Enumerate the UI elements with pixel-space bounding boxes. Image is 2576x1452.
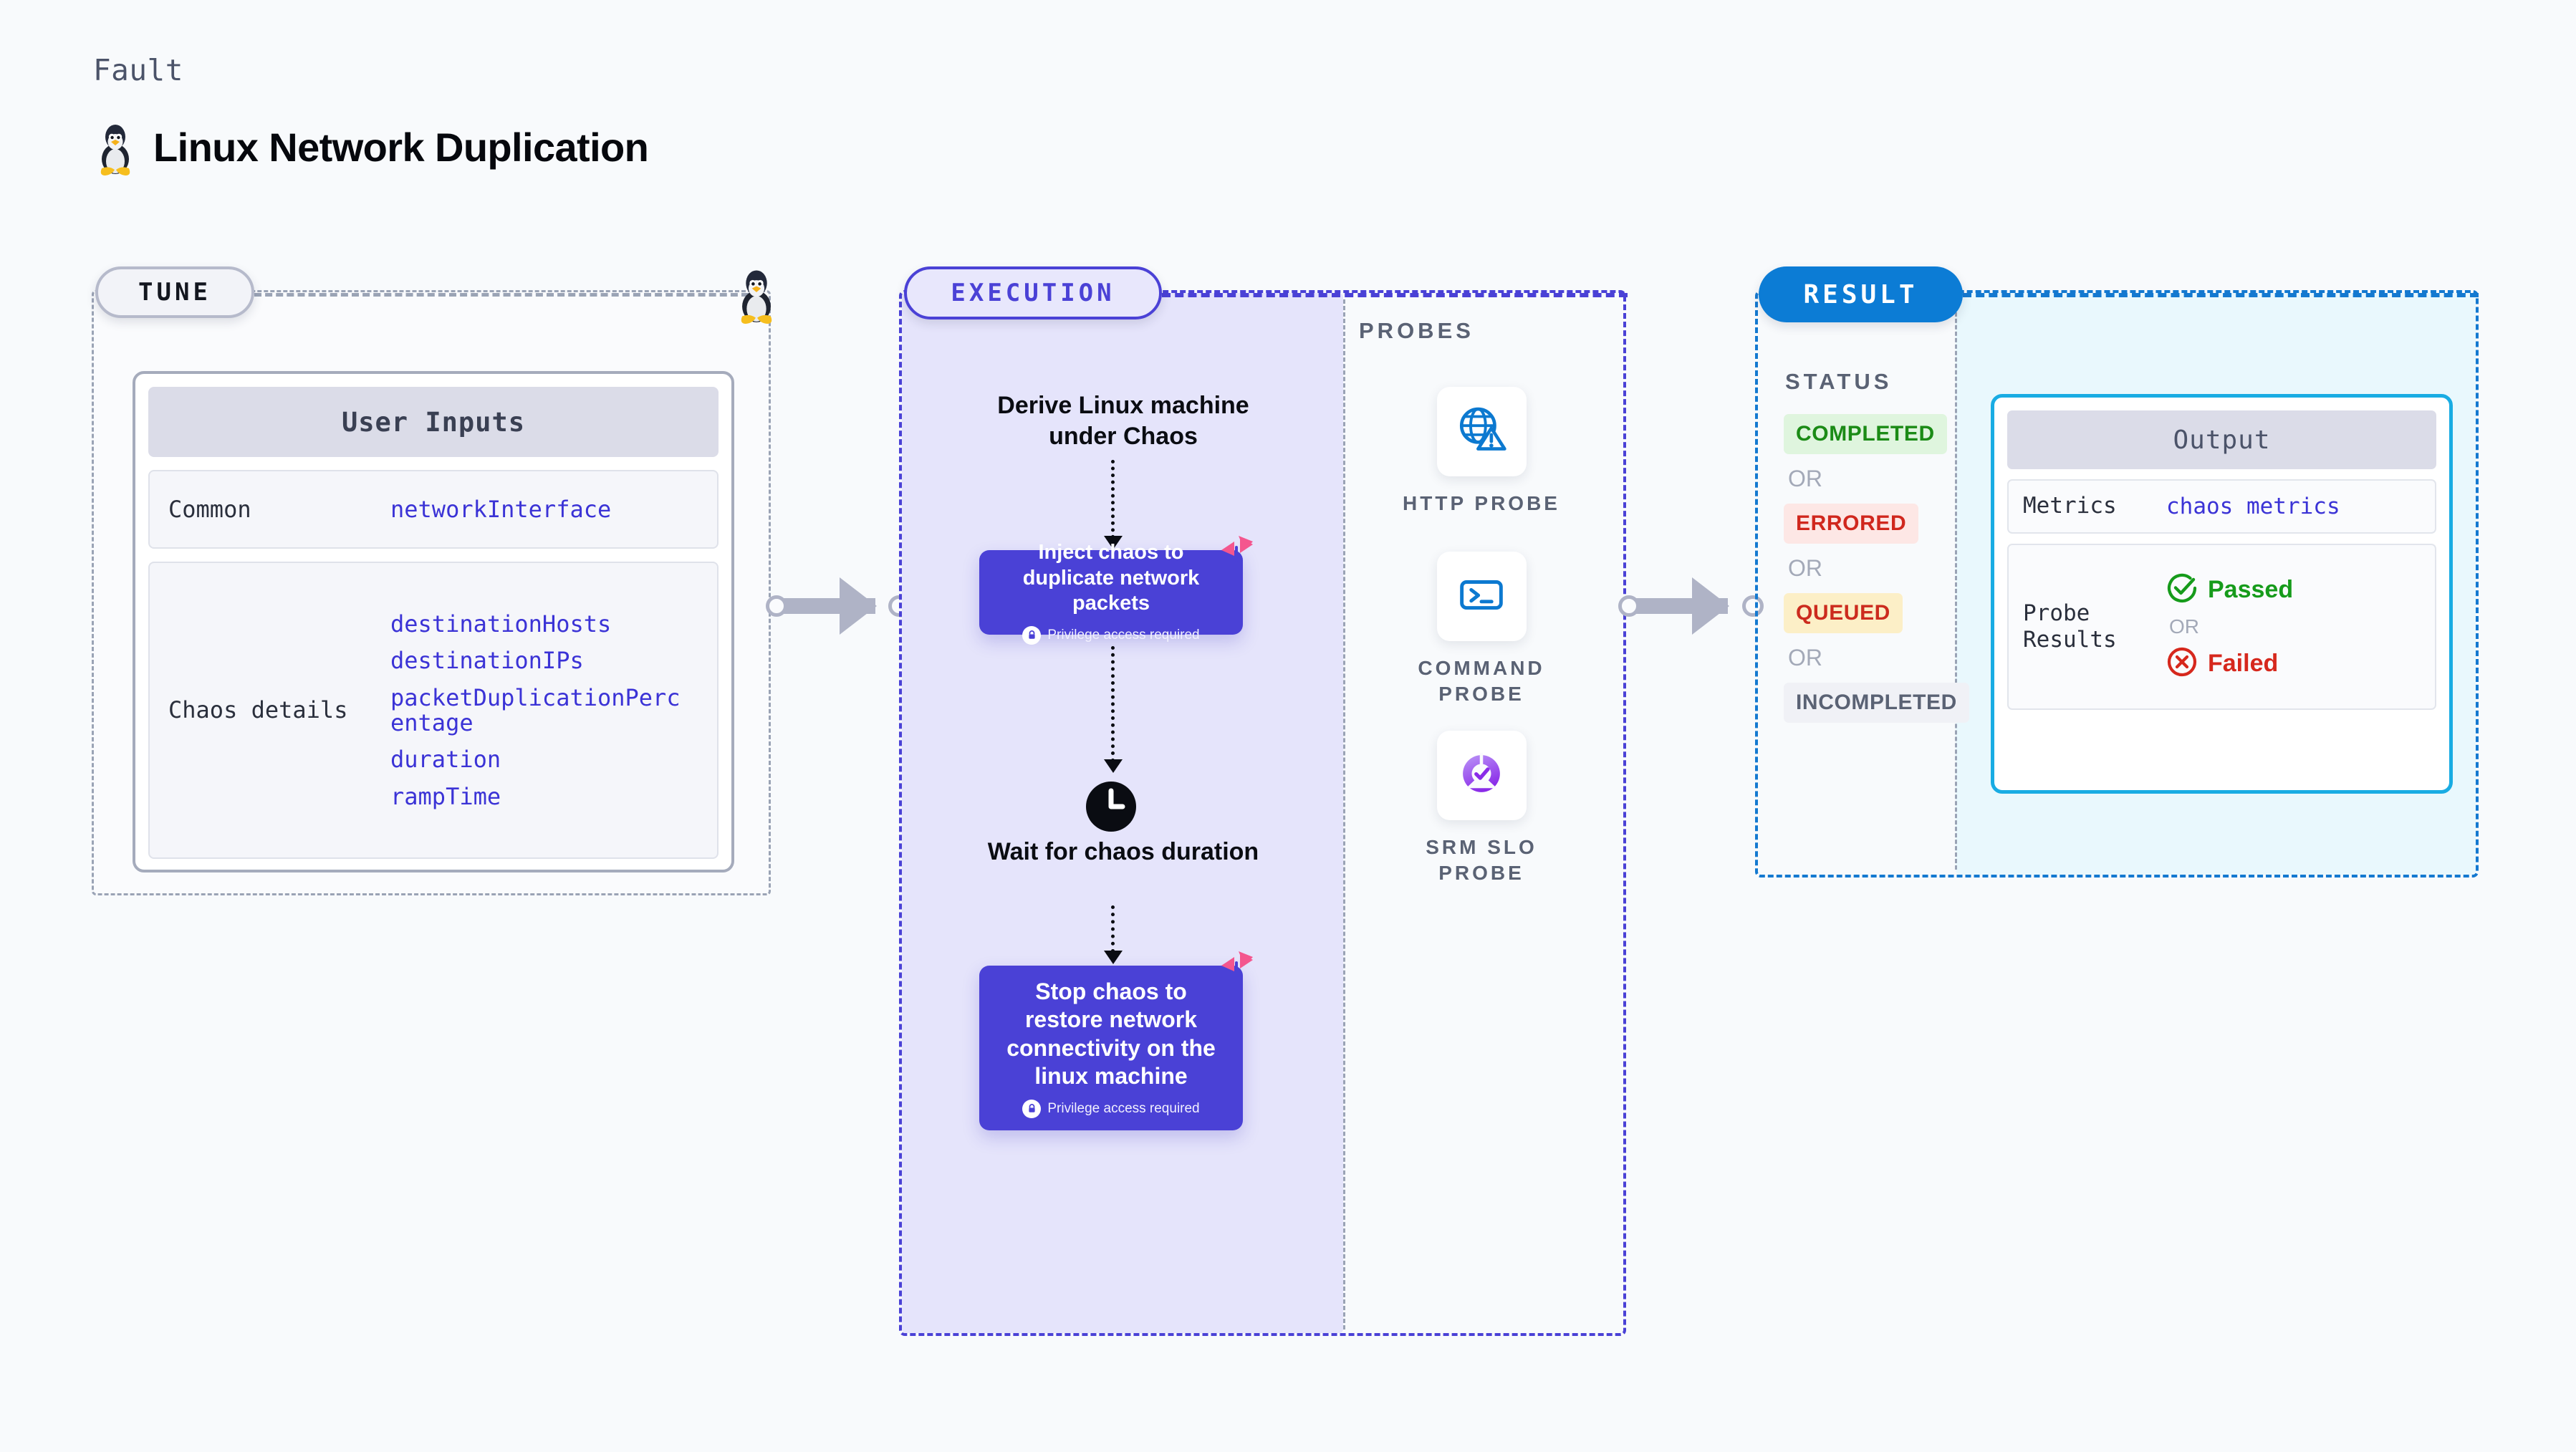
user-inputs-section-common: Common networkInterface — [148, 470, 719, 549]
execution-leader-line — [1162, 293, 1628, 297]
section-label: Chaos details — [168, 696, 348, 724]
output-title: Output — [2007, 410, 2436, 469]
metrics-label: Metrics — [2023, 493, 2117, 519]
privilege-note: Privilege access required — [1022, 1099, 1200, 1118]
output-section-probe-results: Probe Results Passed OR — [2007, 544, 2436, 710]
arrow-head-icon — [840, 577, 877, 635]
status-badge-errored: ERRORED — [1784, 504, 1919, 544]
flow-connector — [1111, 460, 1115, 539]
probe-item-command[interactable]: COMMAND PROBE — [1392, 552, 1571, 708]
execution-step-card-stop[interactable]: Stop chaos to restore network connectivi… — [979, 951, 1253, 1130]
connector-dot — [1742, 595, 1764, 617]
connector-dot — [1618, 595, 1640, 617]
globe-warning-icon — [1455, 403, 1508, 460]
clock-icon — [1084, 779, 1138, 834]
result-leader-line — [1963, 293, 2479, 297]
page-header: Linux Network Duplication — [93, 118, 649, 176]
connector-dot — [766, 595, 787, 617]
status-title: STATUS — [1785, 369, 1893, 394]
card-title: Stop chaos to restore network connectivi… — [1006, 979, 1216, 1089]
execution-badge[interactable]: EXECUTION — [904, 266, 1162, 319]
input-param[interactable]: destinationHosts — [390, 610, 612, 638]
privilege-note-text: Privilege access required — [1047, 627, 1200, 643]
or-label: OR — [2169, 615, 2199, 638]
section-label: Common — [168, 495, 251, 523]
tune-badge[interactable]: TUNE — [95, 266, 254, 318]
arrow-head-icon — [1104, 951, 1123, 964]
harness-logo-icon — [1219, 534, 1256, 572]
page-kicker: Fault — [93, 53, 183, 87]
or-label: OR — [1788, 645, 1822, 670]
input-param[interactable]: destinationIPs — [390, 647, 584, 675]
page-title: Linux Network Duplication — [153, 124, 649, 170]
probe-label: HTTP PROBE — [1403, 492, 1560, 514]
status-list: COMPLETED OR ERRORED OR QUEUED OR INCOMP… — [1784, 414, 1969, 723]
execution-step-card-inject[interactable]: Inject chaos to duplicate network packet… — [979, 536, 1253, 645]
linux-tux-icon — [733, 264, 780, 324]
result-panel — [1755, 290, 2479, 878]
or-label: OR — [1788, 555, 1822, 581]
input-param[interactable]: duration — [390, 746, 501, 774]
probe-item-srm-slo[interactable]: SRM SLO PROBE — [1392, 731, 1571, 887]
metrics-value[interactable]: chaos metrics — [2166, 494, 2340, 519]
tune-leader-line — [254, 293, 749, 297]
probe-tile — [1436, 731, 1527, 820]
privilege-note-text: Privilege access required — [1047, 1100, 1200, 1116]
probe-label: COMMAND PROBE — [1418, 657, 1545, 706]
card-title: Inject chaos to duplicate network packet… — [1022, 541, 1200, 615]
probe-tile — [1436, 552, 1527, 641]
status-badge-completed: COMPLETED — [1784, 414, 1947, 454]
check-circle-icon — [2166, 572, 2198, 607]
user-inputs-section-chaos-details: Chaos details destinationHosts destinati… — [148, 562, 719, 859]
output-card: Output Metrics chaos metrics Probe Resul… — [1991, 394, 2453, 794]
user-inputs-title: User Inputs — [148, 387, 719, 457]
arrow-head-icon — [1104, 759, 1123, 773]
terminal-icon — [1456, 569, 1506, 623]
verdict-passed: Passed — [2166, 572, 2293, 607]
verdict-failed: Failed — [2166, 646, 2293, 681]
privilege-note: Privilege access required — [1022, 625, 1200, 645]
probe-item-http[interactable]: HTTP PROBE — [1392, 387, 1571, 516]
lock-icon — [1022, 625, 1042, 645]
probes-divider — [1343, 299, 1345, 1330]
execution-step-heading: Wait for chaos duration — [987, 838, 1259, 865]
output-section-metrics: Metrics chaos metrics — [2007, 479, 2436, 534]
probe-results-label: Probe Results — [2023, 600, 2117, 653]
probe-verdicts: Passed OR Failed — [2166, 572, 2293, 681]
probe-label: SRM SLO PROBE — [1426, 836, 1537, 885]
slo-donut-check-icon — [1456, 748, 1507, 803]
status-badge-queued: QUEUED — [1784, 593, 1903, 633]
result-badge[interactable]: RESULT — [1759, 266, 1963, 322]
input-param[interactable]: networkInterface — [390, 495, 612, 523]
arrow-head-icon — [1692, 577, 1729, 635]
x-circle-icon — [2166, 646, 2198, 681]
arrow-head-icon — [1104, 536, 1123, 549]
flow-connector — [1111, 905, 1115, 953]
lock-icon — [1022, 1099, 1042, 1118]
input-param[interactable]: packetDuplicationPercentage — [390, 683, 681, 736]
probe-tile — [1436, 387, 1527, 476]
execution-step-heading: Derive Linux machine under Chaos — [997, 392, 1249, 450]
flow-connector — [1111, 646, 1115, 762]
execution-panel — [899, 290, 1626, 1336]
input-param[interactable]: rampTime — [390, 782, 501, 810]
linux-tux-icon — [93, 118, 138, 176]
user-inputs-card: User Inputs Common networkInterface Chao… — [133, 371, 734, 872]
verdict-label: Passed — [2208, 576, 2294, 603]
status-badge-incompleted: INCOMPLETED — [1784, 683, 1969, 723]
harness-logo-icon — [1219, 950, 1256, 987]
or-label: OR — [1788, 466, 1822, 491]
result-divider — [1955, 299, 1957, 870]
verdict-label: Failed — [2208, 650, 2279, 677]
probes-title: PROBES — [1359, 318, 1474, 343]
